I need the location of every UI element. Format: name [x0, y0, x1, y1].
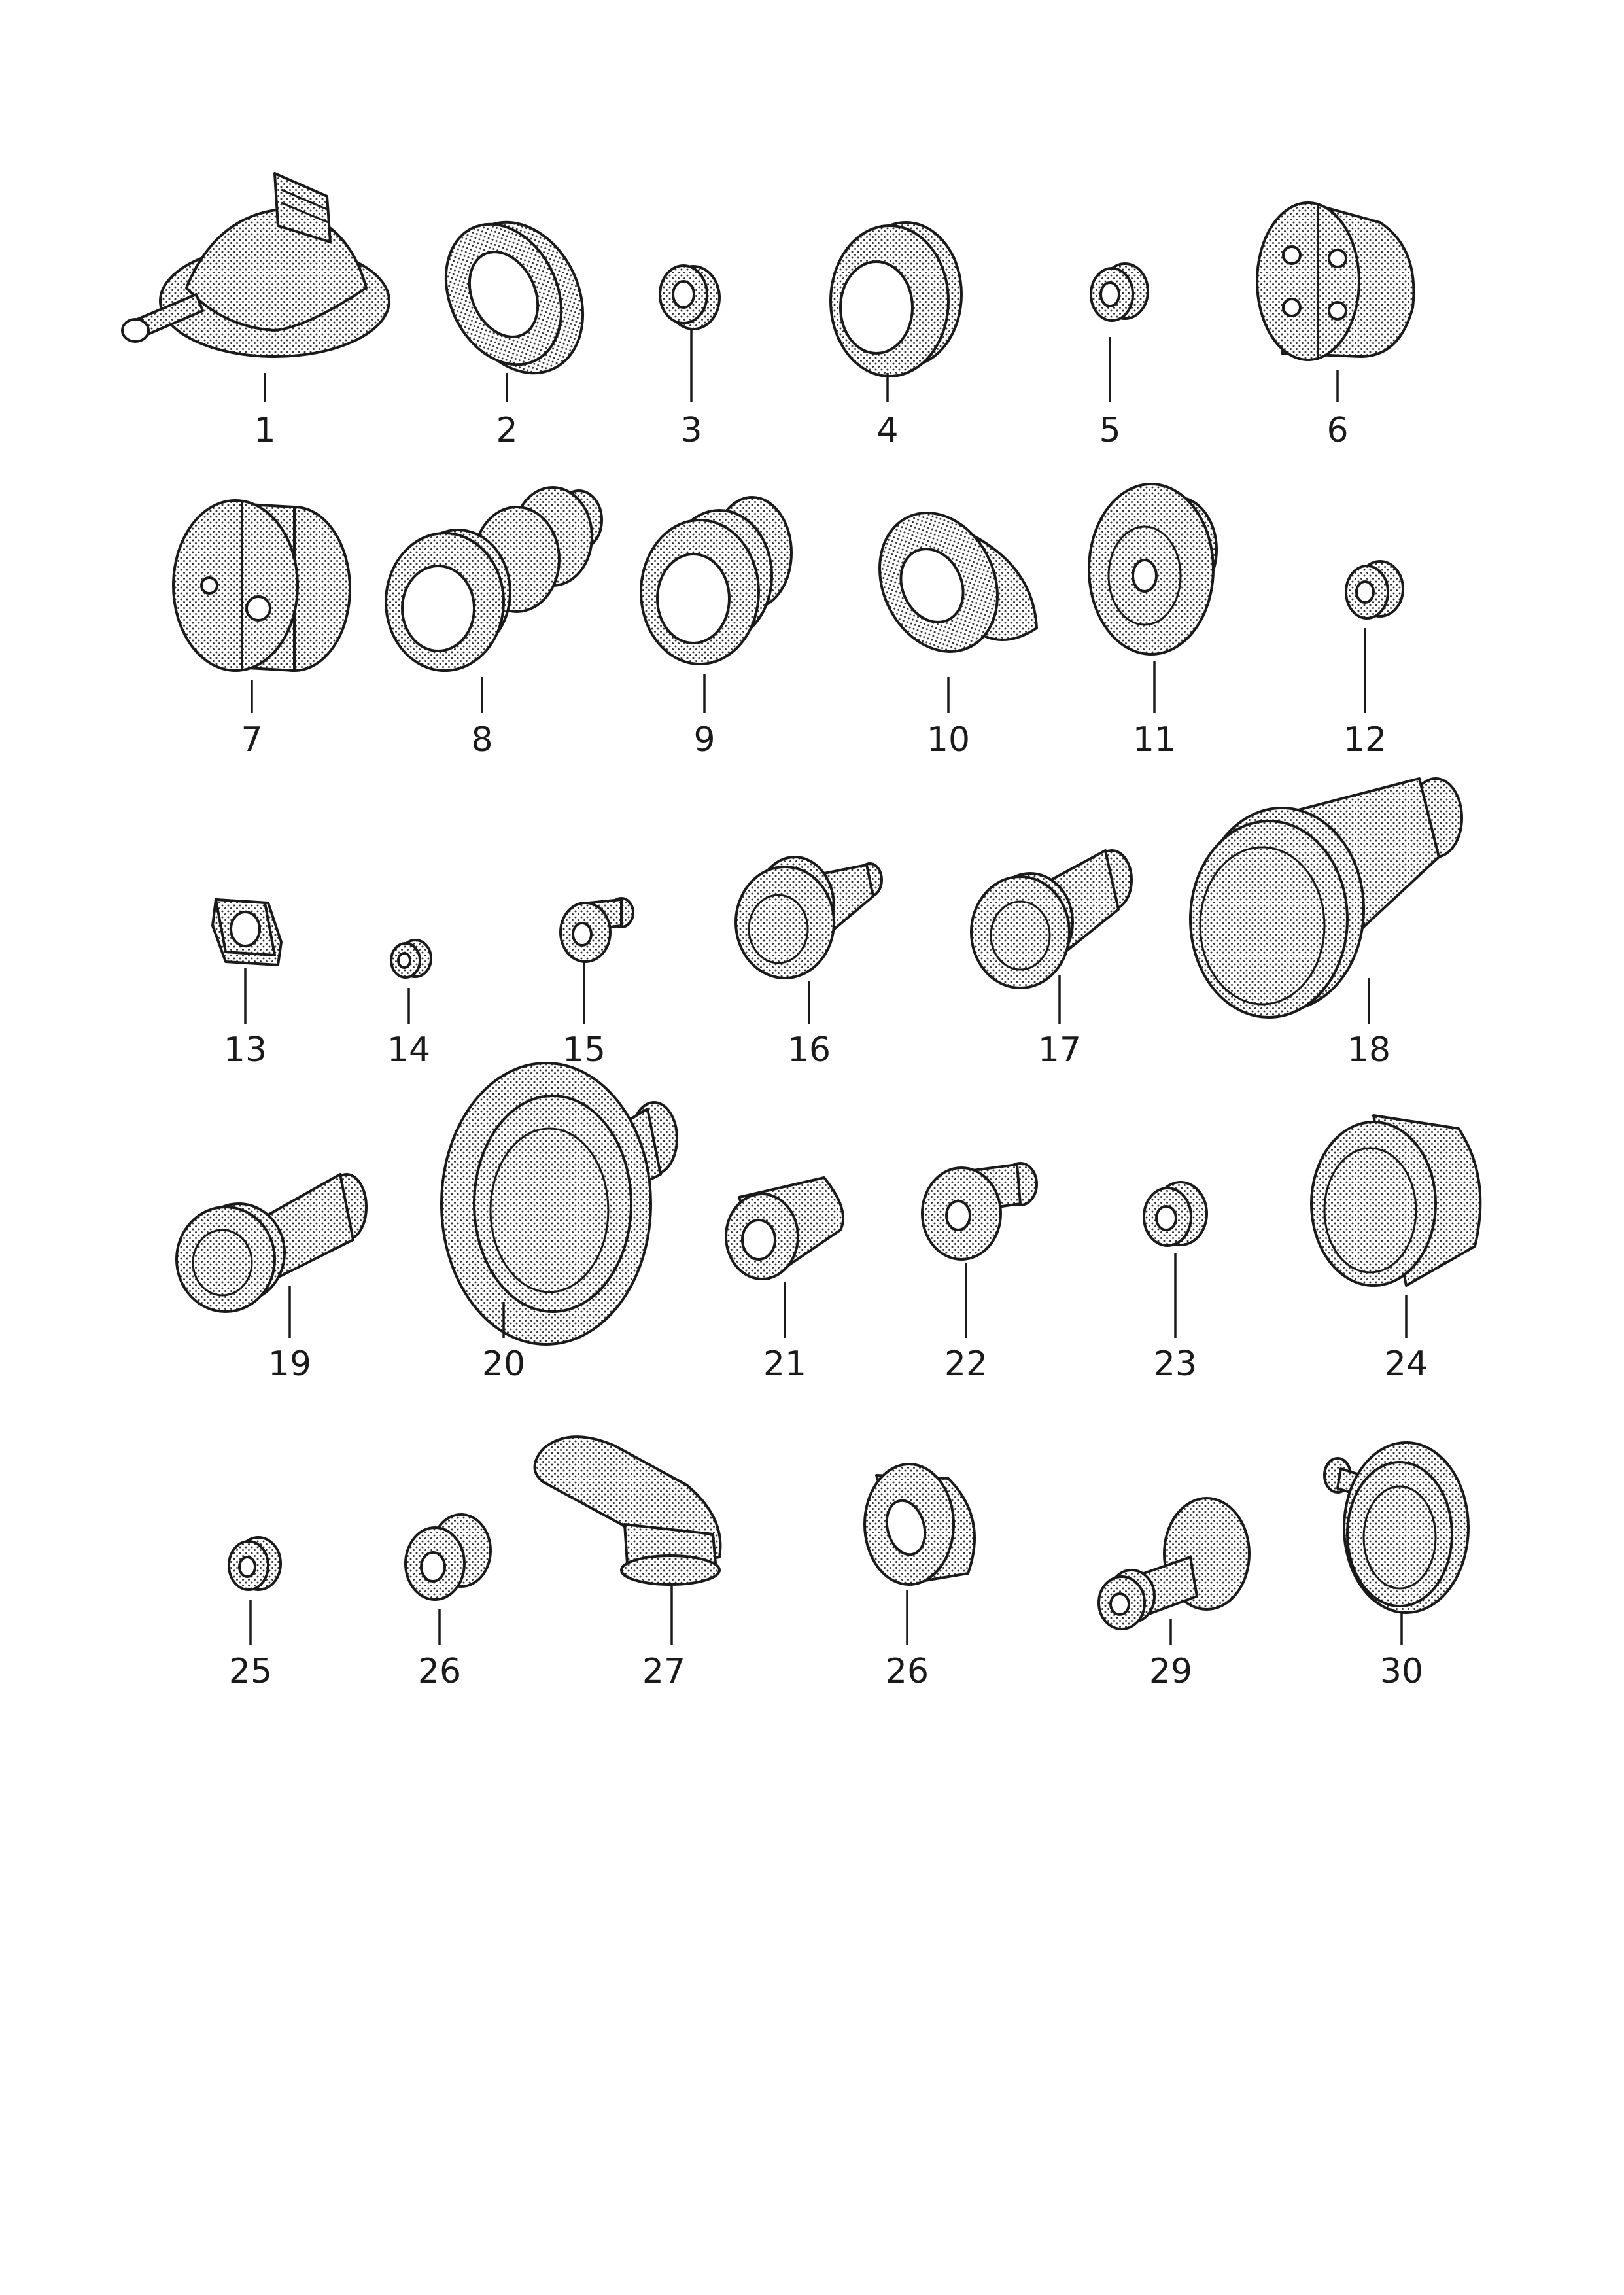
- part-11-flanged-grommet: [1088, 483, 1218, 656]
- part-27-elbow-boot: [533, 1435, 722, 1586]
- part-label-17: 17: [1038, 1030, 1081, 1070]
- part-label-3: 3: [680, 411, 702, 450]
- part-19-boot: [175, 1173, 368, 1313]
- part-label-30: 30: [1380, 1652, 1423, 1691]
- part-2-ring-grommet: [444, 220, 585, 375]
- part-label-7: 7: [241, 720, 262, 760]
- part-20-large-flanged-boot: [440, 1062, 678, 1346]
- part-9-bellows-grommet: [640, 496, 793, 665]
- part-6-split-multi-hole-grommet: [1256, 201, 1415, 361]
- part-label-11: 11: [1133, 720, 1176, 760]
- part-label-1: 1: [254, 411, 275, 450]
- part-label-2: 2: [496, 411, 517, 450]
- part-label-10: 10: [927, 720, 970, 760]
- part-label-14: 14: [387, 1030, 430, 1070]
- part-label-27: 27: [642, 1652, 685, 1691]
- part-26b-oval-grommet: [863, 1463, 976, 1586]
- part-14-tiny-grommet: [390, 939, 432, 979]
- part-26-double-flange-grommet: [404, 1513, 492, 1601]
- part-label-12: 12: [1343, 720, 1387, 760]
- part-5-small-double-grommet: [1090, 262, 1149, 322]
- part-23-small-grommet: [1143, 1181, 1208, 1247]
- part-label-15: 15: [562, 1030, 606, 1070]
- part-29-flanged-stem-boot: [1097, 1497, 1251, 1630]
- part-label-19: 19: [268, 1344, 311, 1384]
- part-label-18: 18: [1347, 1030, 1391, 1070]
- part-label-24: 24: [1385, 1344, 1428, 1384]
- part-label-4: 4: [876, 411, 898, 450]
- part-3-small-grommet: [659, 264, 721, 330]
- part-30-flanged-stem-grommet: [1323, 1441, 1470, 1614]
- part-label-23: 23: [1154, 1344, 1197, 1384]
- part-label-22: 22: [944, 1344, 988, 1384]
- part-label-16: 16: [787, 1030, 831, 1070]
- part-label-8: 8: [471, 720, 492, 760]
- part-label-13: 13: [224, 1030, 267, 1070]
- part-21-tapered-sleeve: [725, 1176, 845, 1280]
- part-15-stem-grommet: [559, 897, 634, 963]
- part-7-split-cap-grommet: [172, 499, 351, 672]
- part-25-small-grommet: [228, 1536, 282, 1591]
- part-4-bellows-grommet: [829, 221, 963, 377]
- part-24-cup-grommet: [1310, 1114, 1482, 1287]
- part-22-stem-grommet: [921, 1162, 1038, 1261]
- part-label-26b: 26: [886, 1652, 929, 1691]
- part-label-25: 25: [229, 1652, 272, 1691]
- part-label-9: 9: [693, 720, 715, 760]
- part-1-grommet-cap: [121, 172, 390, 358]
- part-12-small-grommet: [1345, 560, 1404, 620]
- part-label-29: 29: [1149, 1652, 1192, 1691]
- part-13-square-grommet: [211, 898, 283, 966]
- part-16-conical-boot: [734, 856, 883, 979]
- part-label-6: 6: [1326, 411, 1348, 450]
- part-17-straight-boot: [970, 849, 1133, 989]
- part-10-oval-grommet: [878, 512, 1038, 653]
- part-label-20: 20: [482, 1344, 525, 1384]
- part-8-long-bellows-grommet: [385, 486, 603, 672]
- part-18-large-conical-boot: [1189, 777, 1463, 1019]
- part-label-26: 26: [418, 1652, 461, 1691]
- part-label-5: 5: [1099, 411, 1120, 450]
- part-label-21: 21: [763, 1344, 806, 1384]
